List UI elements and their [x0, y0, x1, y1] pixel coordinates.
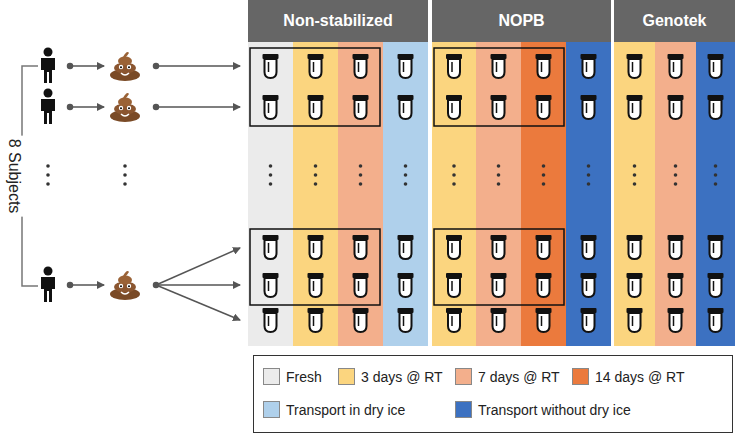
- sample-tube: [308, 273, 324, 297]
- header-text: Genotek: [642, 12, 706, 30]
- sample-tube: [581, 235, 597, 259]
- legend-text: Fresh: [286, 369, 322, 385]
- sample-tube: [627, 235, 643, 259]
- sample-tube: [708, 95, 724, 119]
- sample-tube: [353, 235, 369, 259]
- sample-tube: [353, 308, 369, 332]
- sample-tube: [263, 273, 279, 297]
- sample-tube: [536, 54, 552, 78]
- legend-text: Transport without dry ice: [478, 402, 631, 418]
- column-band: [696, 42, 735, 346]
- legend-swatch: [572, 368, 589, 385]
- sample-tube: [308, 308, 324, 332]
- column-band: [338, 42, 383, 346]
- header-text: NOPB: [498, 12, 544, 30]
- sample-tube: [708, 235, 724, 259]
- sample-tube: [353, 54, 369, 78]
- legend-text: 14 days @ RT: [595, 369, 684, 385]
- column-band: [476, 42, 521, 346]
- sample-tube: [668, 308, 684, 332]
- sample-tube: [536, 95, 552, 119]
- sample-tube: [708, 308, 724, 332]
- column-band: [293, 42, 338, 346]
- legend-item: Transport without dry ice: [455, 401, 631, 418]
- legend-item: 3 days @ RT: [338, 368, 443, 385]
- sample-tube: [536, 235, 552, 259]
- sample-tube: [581, 54, 597, 78]
- legend-item: Transport in dry ice: [263, 401, 405, 418]
- sample-tube: [491, 235, 507, 259]
- sample-tube: [398, 235, 414, 259]
- legend-swatch: [263, 368, 280, 385]
- legend-item: 7 days @ RT: [455, 368, 560, 385]
- sample-tube: [627, 95, 643, 119]
- sample-tube: [446, 235, 462, 259]
- sample-tube: [446, 54, 462, 78]
- sample-tube: [708, 273, 724, 297]
- sample-tube: [668, 95, 684, 119]
- sample-tube: [446, 95, 462, 119]
- sample-tube: [627, 54, 643, 78]
- group-header: NOPB: [432, 0, 611, 42]
- sample-tube: [398, 95, 414, 119]
- subject-count-label: 8 Subjects: [5, 136, 23, 217]
- legend-swatch: [455, 401, 472, 418]
- legend-frame: [253, 355, 733, 433]
- sample-tube: [263, 235, 279, 259]
- sample-tube: [536, 273, 552, 297]
- sample-tube: [668, 54, 684, 78]
- sample-tube: [581, 95, 597, 119]
- legend-swatch: [455, 368, 472, 385]
- sample-tube: [627, 308, 643, 332]
- sample-tube: [581, 273, 597, 297]
- group-outline: [250, 229, 380, 305]
- sample-tube: [491, 95, 507, 119]
- header-text: Non-stabilized: [283, 12, 392, 30]
- column-band: [432, 42, 476, 346]
- sample-tube: [446, 308, 462, 332]
- sample-tube: [708, 54, 724, 78]
- sample-tube: [491, 273, 507, 297]
- sample-tube: [627, 273, 643, 297]
- sample-tube: [263, 308, 279, 332]
- sample-tube: [308, 95, 324, 119]
- column-band: [566, 42, 611, 346]
- legend-text: 3 days @ RT: [361, 369, 443, 385]
- group-outline: [434, 48, 564, 126]
- sample-tube: [263, 54, 279, 78]
- sample-tube: [446, 273, 462, 297]
- group-outline: [250, 48, 380, 126]
- sample-tube: [398, 308, 414, 332]
- sample-tube: [353, 273, 369, 297]
- legend-item: Fresh: [263, 368, 322, 385]
- legend-text: Transport in dry ice: [286, 402, 405, 418]
- legend-text: 7 days @ RT: [478, 369, 560, 385]
- group-header: Genotek: [614, 0, 735, 42]
- sample-tube: [536, 308, 552, 332]
- column-band: [655, 42, 696, 346]
- sample-tube: [263, 95, 279, 119]
- sample-tube: [308, 54, 324, 78]
- legend-swatch: [338, 368, 355, 385]
- column-band: [383, 42, 428, 346]
- column-band: [521, 42, 566, 346]
- sample-tube: [353, 95, 369, 119]
- sample-tube: [491, 308, 507, 332]
- group-outline: [434, 229, 564, 305]
- sample-tube: [398, 54, 414, 78]
- legend-swatch: [263, 401, 280, 418]
- sample-tube: [308, 235, 324, 259]
- sample-tube: [668, 235, 684, 259]
- sample-tube: [668, 273, 684, 297]
- sample-tube: [491, 54, 507, 78]
- column-band: [614, 42, 655, 346]
- legend-item: 14 days @ RT: [572, 368, 684, 385]
- sample-tube: [398, 273, 414, 297]
- sample-tube: [581, 308, 597, 332]
- group-header: Non-stabilized: [248, 0, 428, 42]
- column-band: [248, 42, 293, 346]
